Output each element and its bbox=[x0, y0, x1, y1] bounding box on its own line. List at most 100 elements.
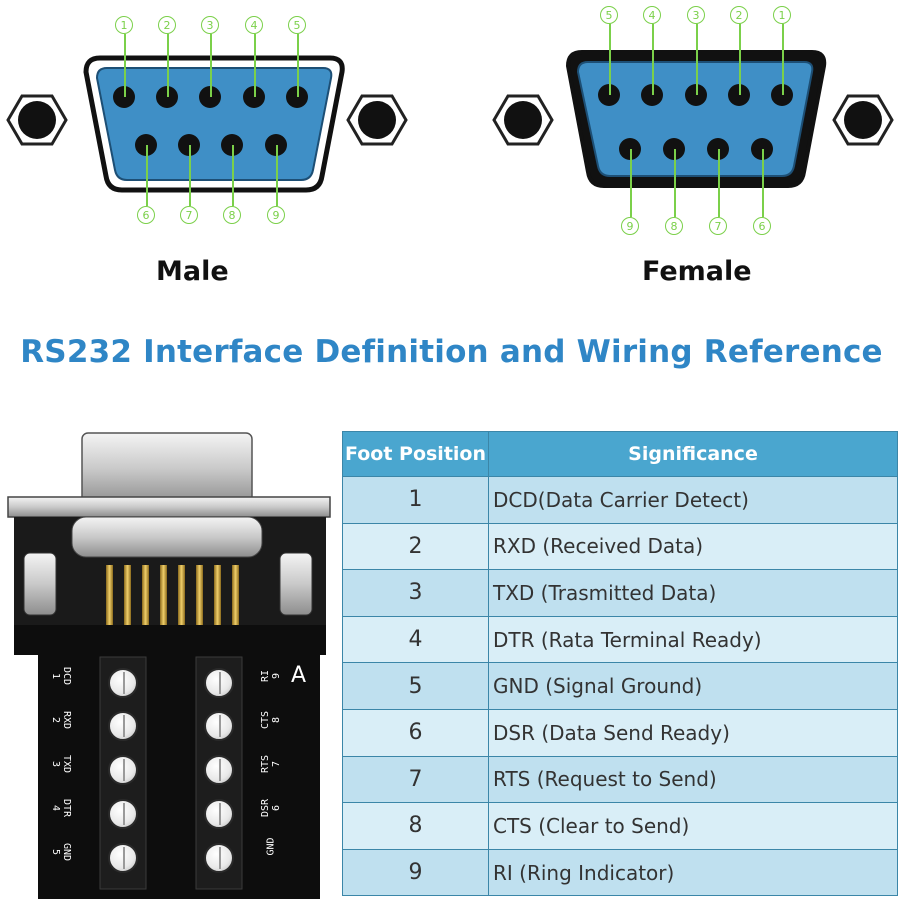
pin-lead-line bbox=[609, 24, 611, 95]
signal-number: 3 bbox=[50, 760, 61, 768]
terminal-screw-icon[interactable] bbox=[204, 843, 234, 873]
right-terminal-label: GND bbox=[266, 834, 277, 860]
signal-number: 4 bbox=[50, 804, 61, 812]
terminal-screw-icon[interactable] bbox=[204, 668, 234, 698]
significance-cell: DTR (Rata Terminal Ready) bbox=[488, 615, 898, 664]
foot-position-cell: 8 bbox=[342, 802, 489, 850]
significance-cell: CTS (Clear to Send) bbox=[488, 802, 898, 850]
female-connector-body bbox=[492, 50, 894, 188]
foot-position-cell: 1 bbox=[342, 476, 489, 524]
terminal-screw-icon[interactable] bbox=[108, 668, 138, 698]
pin-number-label: 2 bbox=[158, 16, 176, 34]
pin-number-label: 3 bbox=[201, 16, 219, 34]
adapter-side-mark: A bbox=[291, 663, 307, 688]
pin-lead-line bbox=[232, 145, 234, 206]
pin-hole bbox=[286, 86, 308, 108]
pin-lead-line bbox=[167, 34, 169, 97]
foot-position-cell: 6 bbox=[342, 708, 489, 757]
signal-name: DTR bbox=[61, 798, 72, 818]
pin-number-label: 9 bbox=[267, 206, 285, 224]
pin-number-label: 4 bbox=[643, 6, 661, 24]
pin-hole bbox=[641, 84, 663, 106]
pin-lead-line bbox=[696, 24, 698, 95]
pin-number-label: 8 bbox=[665, 217, 683, 235]
signal-name: RTS bbox=[260, 754, 271, 774]
pin-lead-line bbox=[630, 149, 632, 217]
male-label: Male bbox=[156, 256, 229, 287]
signal-name: GND bbox=[61, 842, 72, 862]
foot-position-cell: 9 bbox=[342, 848, 489, 897]
signal-name: RI bbox=[260, 669, 271, 683]
pin-number-label: 7 bbox=[709, 217, 727, 235]
pin-number-label: 7 bbox=[180, 206, 198, 224]
terminal-screw-icon[interactable] bbox=[204, 755, 234, 785]
foot-position-cell: 3 bbox=[342, 569, 489, 617]
pin-number-label: 1 bbox=[115, 16, 133, 34]
pin-hole bbox=[598, 84, 620, 106]
pin-number-label: 4 bbox=[245, 16, 263, 34]
foot-position-cell: 4 bbox=[342, 615, 489, 664]
pin-lead-line bbox=[674, 149, 676, 217]
terminal-screw-icon[interactable] bbox=[108, 843, 138, 873]
pin-hole bbox=[685, 84, 707, 106]
signal-name: DSR bbox=[260, 798, 271, 818]
pin-number-label: 5 bbox=[288, 16, 306, 34]
terminal-screw-icon[interactable] bbox=[204, 799, 234, 829]
foot-position-header: Foot Position bbox=[342, 431, 489, 477]
significance-cell: RXD (Received Data) bbox=[488, 522, 898, 571]
pin-number-label: 3 bbox=[687, 6, 705, 24]
foot-position-cell: 5 bbox=[342, 662, 489, 710]
pin-lead-line bbox=[146, 145, 148, 206]
pin-lead-line bbox=[297, 34, 299, 97]
pin-number-label: 2 bbox=[730, 6, 748, 24]
signal-number: 5 bbox=[50, 848, 61, 856]
significance-cell: DCD(Data Carrier Detect) bbox=[488, 476, 898, 524]
signal-number: 7 bbox=[271, 760, 282, 768]
pin-number-label: 5 bbox=[600, 6, 618, 24]
significance-cell: TXD (Trasmitted Data) bbox=[488, 569, 898, 617]
terminal-screw-icon[interactable] bbox=[108, 799, 138, 829]
terminal-screw-icon[interactable] bbox=[204, 711, 234, 741]
pin-number-label: 9 bbox=[621, 217, 639, 235]
significance-header: Significance bbox=[488, 431, 898, 477]
page-title: RS232 Interface Definition and Wiring Re… bbox=[20, 334, 883, 370]
terminal-screw-icon[interactable] bbox=[108, 755, 138, 785]
pin-lead-line bbox=[782, 24, 784, 95]
pin-hole bbox=[156, 86, 178, 108]
pin-number-label: 6 bbox=[753, 217, 771, 235]
pin-hole bbox=[728, 84, 750, 106]
foot-position-cell: 2 bbox=[342, 522, 489, 571]
terminal-screw-icon[interactable] bbox=[108, 711, 138, 741]
pin-lead-line bbox=[124, 34, 126, 97]
adapter-illustration bbox=[7, 432, 331, 899]
foot-position-cell: 7 bbox=[342, 755, 489, 804]
signal-name: GND bbox=[265, 837, 277, 856]
signal-number: 1 bbox=[50, 672, 61, 680]
table-header-row: Foot Position Significance bbox=[342, 431, 898, 477]
significance-cell: RI (Ring Indicator) bbox=[488, 848, 898, 897]
pin-lead-line bbox=[276, 145, 278, 206]
signal-number: 6 bbox=[271, 804, 282, 812]
pin-lead-line bbox=[739, 24, 741, 95]
signal-name: TXD bbox=[61, 754, 72, 774]
signal-number: 8 bbox=[271, 716, 282, 724]
significance-cell: GND (Signal Ground) bbox=[488, 662, 898, 710]
